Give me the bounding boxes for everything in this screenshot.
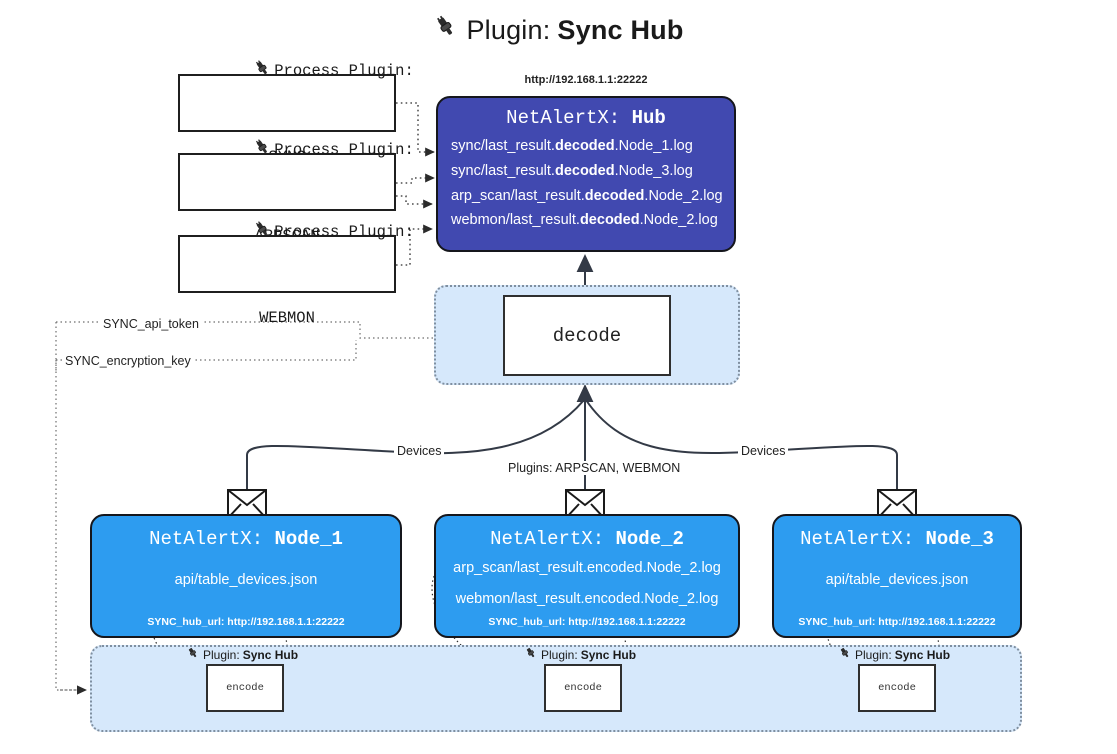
- node-hub-url-footer: SYNC_hub_url: http://192.168.1.1:22222: [798, 616, 996, 628]
- node-hub-url-footer: SYNC_hub_url: http://192.168.1.1:22222: [147, 616, 345, 628]
- log-pre: webmon/last_result.: [455, 591, 585, 608]
- encode-box[interactable]: encode: [544, 664, 622, 712]
- process-plugin-label: Process Plugin:: [274, 223, 414, 242]
- encoder-caption: Plugin:Sync Hub: [838, 646, 950, 663]
- devices-label-left: Devices: [394, 444, 445, 458]
- log-mid: encoded: [584, 591, 641, 608]
- encoder-caption-prefix: Plugin:: [541, 647, 578, 662]
- node-log-row: arp_scan/last_result.encoded.Node_2.log: [436, 556, 738, 581]
- log-post: .Node_2.log: [642, 560, 721, 576]
- hub-node[interactable]: NetAlertX: Hub sync/last_result.decoded.…: [436, 96, 736, 252]
- page-title: Plugin: Sync Hub: [0, 14, 1117, 47]
- hub-title: NetAlertX: Hub: [438, 107, 734, 129]
- plug-icon: [524, 646, 538, 663]
- log-pre: api/table_devices.json: [174, 572, 318, 588]
- log-pre: sync/last_result.: [451, 138, 555, 154]
- title-prefix: Plugin:: [466, 15, 551, 45]
- encoder-caption-prefix: Plugin:: [203, 647, 240, 662]
- encode-box[interactable]: encode: [858, 664, 936, 712]
- encode-box[interactable]: encode: [206, 664, 284, 712]
- plug-icon: [160, 117, 272, 185]
- node-1-box[interactable]: NetAlertX: Node_1 api/table_devices.json…: [90, 514, 402, 638]
- sync-api-token-label: SYNC_api_token: [100, 317, 202, 331]
- log-post: .Node_2.log: [640, 591, 719, 608]
- log-mid: encoded: [586, 560, 643, 576]
- log-mid: decoded: [554, 162, 615, 179]
- process-plugin-value: WEBMON: [259, 309, 315, 328]
- decode-box[interactable]: decode: [503, 295, 671, 376]
- log-pre: arp_scan/last_result.: [451, 187, 585, 204]
- devices-label-right: Devices: [738, 444, 789, 458]
- log-pre: arp_scan/last_result.: [453, 560, 587, 576]
- encoder-caption: Plugin:Sync Hub: [524, 646, 636, 663]
- hub-log-row: sync/last_result.decoded.Node_1.log: [438, 134, 734, 159]
- encoder-caption: Plugin:Sync Hub: [186, 646, 298, 663]
- hub-title-name: Hub: [631, 107, 666, 129]
- node-log-row: api/table_devices.json: [92, 572, 400, 588]
- log-post: .Node_1.log: [614, 138, 693, 154]
- plug-icon: [160, 199, 272, 267]
- encoder-caption-name: Sync Hub: [580, 647, 637, 662]
- log-mid: decoded: [579, 212, 640, 229]
- log-pre: api/table_devices.json: [825, 572, 969, 588]
- log-mid: decoded: [554, 138, 615, 154]
- title-name: Sync Hub: [557, 15, 684, 45]
- log-mid: decoded: [584, 187, 645, 204]
- encoder-caption-name: Sync Hub: [894, 647, 951, 662]
- plug-icon: [838, 646, 852, 663]
- node-title: NetAlertX: Node_2: [436, 528, 738, 550]
- log-pre: webmon/last_result.: [451, 212, 580, 229]
- hub-title-prefix: NetAlertX:: [506, 107, 632, 129]
- hub-log-row: sync/last_result.decoded.Node_3.log: [438, 159, 734, 184]
- plug-icon: [160, 38, 272, 106]
- node-hub-url-footer: SYNC_hub_url: http://192.168.1.1:22222: [488, 616, 686, 628]
- hub-log-row: arp_scan/last_result.decoded.Node_2.log: [438, 184, 734, 209]
- node-title: NetAlertX: Node_3: [774, 528, 1020, 550]
- process-plugin-label: Process Plugin:: [274, 141, 414, 160]
- node-title-name: Node_1: [274, 528, 343, 550]
- log-post: .Node_2.log: [644, 187, 723, 204]
- plug-icon: [433, 14, 459, 47]
- node-title-prefix: NetAlertX:: [490, 528, 616, 550]
- hub-url-label: http://192.168.1.1:22222: [524, 74, 648, 86]
- plugins-label-center: Plugins: ARPSCAN, WEBMON: [505, 461, 684, 475]
- node-log-row: webmon/last_result.encoded.Node_2.log: [436, 587, 738, 612]
- encoder-caption-name: Sync Hub: [242, 647, 299, 662]
- node-title-name: Node_3: [925, 528, 994, 550]
- node-title-prefix: NetAlertX:: [149, 528, 275, 550]
- node-title-name: Node_2: [615, 528, 684, 550]
- encoder-caption-prefix: Plugin:: [855, 647, 892, 662]
- hub-log-row: webmon/last_result.decoded.Node_2.log: [438, 208, 734, 233]
- node-title-prefix: NetAlertX:: [800, 528, 926, 550]
- node-log-row: api/table_devices.json: [774, 572, 1020, 588]
- plug-icon: [186, 646, 200, 663]
- sync-encryption-key-label: SYNC_encryption_key: [62, 354, 194, 368]
- node-title: NetAlertX: Node_1: [92, 528, 400, 550]
- node-3-box[interactable]: NetAlertX: Node_3 api/table_devices.json…: [772, 514, 1022, 638]
- log-post: .Node_3.log: [614, 162, 693, 179]
- node-2-box[interactable]: NetAlertX: Node_2 arp_scan/last_result.e…: [434, 514, 740, 638]
- process-plugin-label: Process Plugin:: [274, 62, 414, 81]
- log-pre: sync/last_result.: [451, 162, 555, 179]
- log-post: .Node_2.log: [639, 212, 718, 229]
- process-plugin-webmon-box[interactable]: Process Plugin: WEBMON: [178, 220, 414, 327]
